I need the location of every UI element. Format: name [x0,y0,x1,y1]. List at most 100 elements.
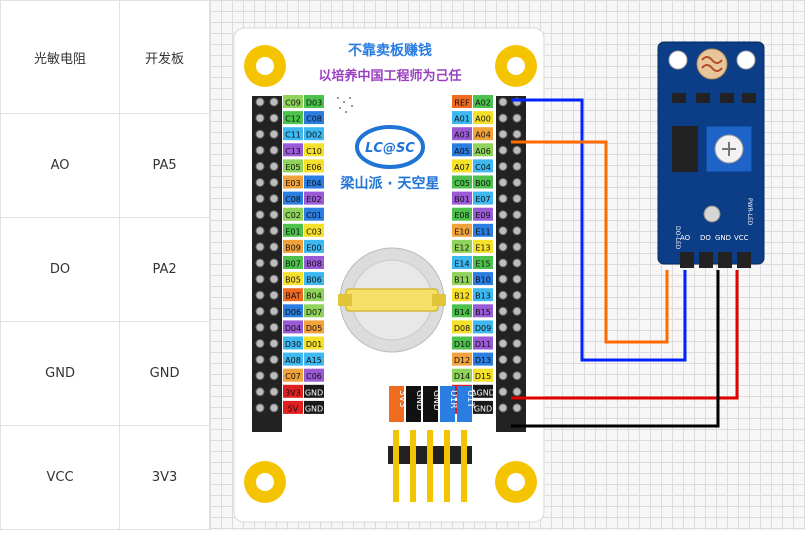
pin-label-bg [473,272,493,286]
pin-label-bg [283,175,303,189]
header-label: U1T [465,390,475,408]
pin-label-bg [283,143,303,157]
pin-label-bg [473,352,493,366]
table-cell: VCC [0,425,121,530]
pin-label: B15 [475,308,491,317]
pin-label: AGND [471,388,495,397]
pin-label-bg [473,368,493,382]
pin-icon [269,113,279,123]
table-cell: AO [0,113,121,218]
pin-label: B11 [454,276,470,285]
pin-label: E10 [454,227,469,236]
potentiometer-icon [705,125,753,173]
pin-label-bg [473,223,493,237]
pin-label: A02 [475,99,491,108]
pin-icon [269,371,279,381]
pin-icon [498,387,508,397]
pin-label-bg [283,272,303,286]
pin-label: C07 [285,372,301,381]
board-slogan-line1: 不靠卖板赚钱 [348,42,432,59]
pin-icon [498,322,508,332]
pin-icon [269,242,279,252]
table-cell: PA5 [119,113,210,218]
pin-icon [498,145,508,155]
pin-icon [269,178,279,187]
pin-icon [512,387,522,397]
pin-icon [512,178,522,187]
pin-label: 3V3 [285,388,301,397]
pin-label: B05 [285,276,301,285]
header-pin [461,430,467,502]
table-row: GND GND [0,321,210,426]
pin-icon [269,145,279,155]
pin-label: A05 [454,147,470,156]
pin-label-bg [304,223,324,237]
pin-label: B12 [454,292,470,301]
sensor-pin-header [680,252,751,268]
table-header-row: 光敏电阻 开发板 [0,0,210,114]
pin-icon [498,355,508,365]
pin-label: C03 [306,227,322,236]
pin-icon [269,355,279,365]
pin-icon [498,274,508,284]
lcsc-logo-icon: LC@SC [355,125,425,169]
pin-icon [255,210,265,220]
pin-icon [269,306,279,316]
pin-label: E15 [475,260,490,269]
pin-label: D12 [454,356,470,365]
pin-label: D03 [306,99,322,108]
pin-label-bg [304,320,324,334]
pin-label: E07 [475,195,490,204]
pin-icon [498,210,508,220]
pin-label-bg [283,288,303,302]
pin-label: C04 [475,163,491,172]
header-label-bg [440,386,455,422]
pin-label: A15 [306,356,322,365]
table-row: DO PA2 [0,217,210,322]
pin-icon [512,242,522,252]
pin-label: E04 [306,179,321,188]
header-pin [393,430,399,502]
pin-icon [498,403,508,413]
pin-icon [498,113,508,123]
pin-label-bg [283,207,303,221]
light-sensor-module: DO-LED PWR-LED AO DO GND VCC [657,41,765,268]
comparator-chip [672,126,698,172]
pin-label-bg [473,304,493,318]
pin-label-bg [452,288,472,302]
pin-label: GND [305,404,323,413]
pin-icon [512,290,522,300]
header-label: U1R [448,390,458,409]
pin-label-bg [283,256,303,269]
pin-label-bg [452,272,472,286]
sensor-label-pwr-led: PWR-LED [746,198,753,226]
pin-label: E12 [454,243,469,252]
pin-icon [269,129,279,139]
header-label-bg [406,386,421,422]
pin-label: E08 [454,211,469,220]
pin-label: C11 [285,131,301,140]
pin-icon [255,129,265,139]
table-header-cell: 开发板 [119,0,210,114]
pin-label-bg [304,111,324,125]
pin-label-bg [283,111,303,125]
pin-icon [498,242,508,252]
pin-label-bg [473,143,493,157]
pin-label: E03 [285,179,300,188]
wire-gnd [511,270,720,428]
pin-label-bg [304,272,324,286]
pin-label: E05 [285,163,300,172]
table-cell: 3V3 [119,425,210,530]
pin-icon [255,145,265,155]
pin-icon [255,322,265,332]
resistor-icons [672,93,756,103]
header-pin [444,430,450,502]
pin-icon [512,145,522,155]
wires [511,98,739,428]
pin-label: D05 [306,324,322,333]
board-name: 梁山派 · 天空星 [339,175,439,192]
pin-icon [255,403,265,413]
